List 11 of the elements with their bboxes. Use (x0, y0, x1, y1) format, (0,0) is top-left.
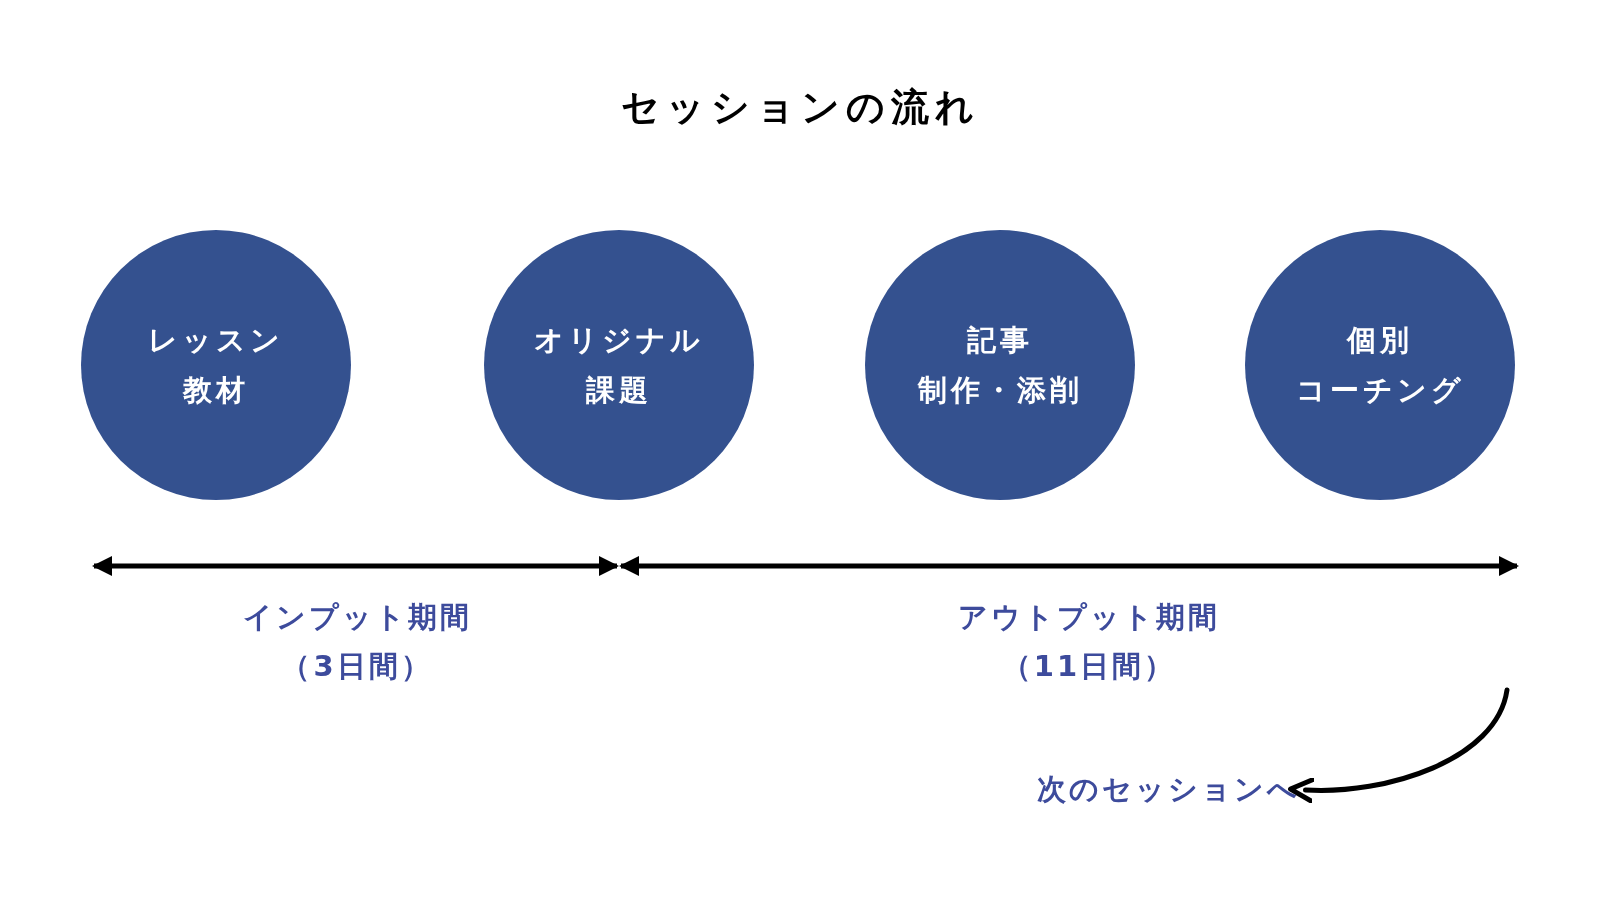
title: セッションの流れ (619, 84, 981, 131)
step-text: 記事制作・添削 (917, 322, 1083, 409)
period-label: （11日間） (1001, 648, 1177, 685)
period-label: （3日間） (281, 648, 433, 685)
step-text: レッスン教材 (148, 322, 284, 409)
next-session-text: 次のセッションへ (1036, 770, 1300, 810)
curved-arrow (1288, 687, 1510, 804)
period-label: アウトプット期間 (958, 599, 1220, 636)
step-text: 個別コーチング (1295, 322, 1465, 409)
step-text: オリジナル課題 (534, 322, 704, 409)
period-label: インプット期間 (242, 599, 472, 636)
